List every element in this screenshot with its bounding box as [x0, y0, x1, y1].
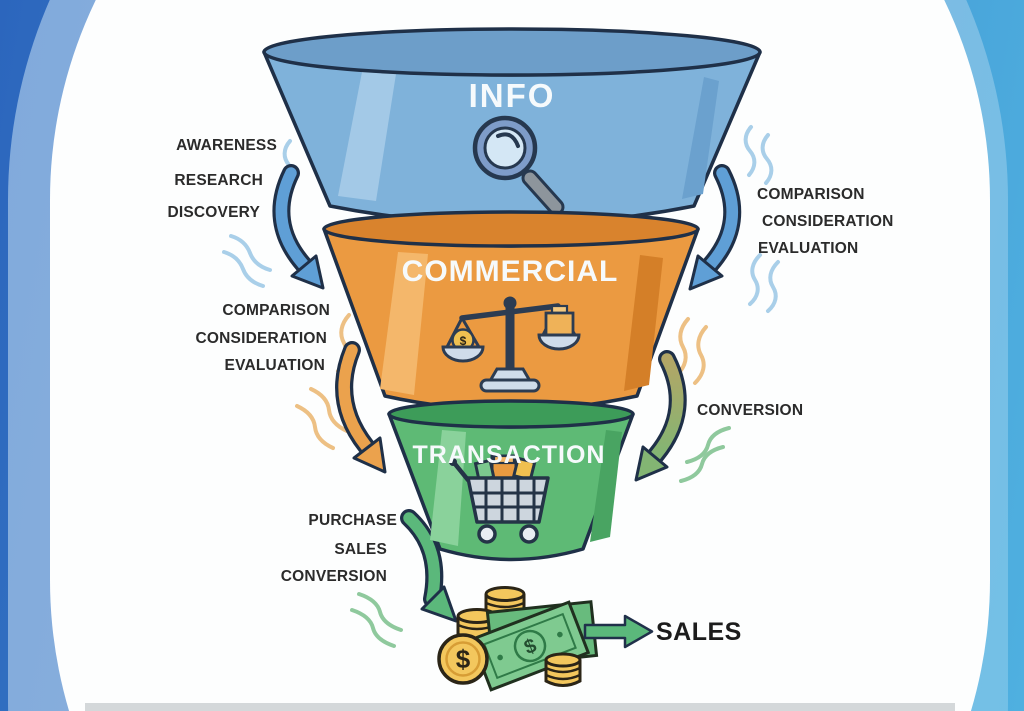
decorative-squiggles-orange	[295, 313, 708, 450]
coin-stack-right	[544, 652, 582, 687]
background-bottom-strip	[85, 703, 955, 711]
label-consideration-right: CONSIDERATION	[762, 213, 894, 230]
funnel-stage-commercial-label: COMMERCIAL	[401, 255, 619, 288]
sales-output-label: SALES	[656, 618, 742, 646]
funnel-stage-transaction-label: TRANSACTION	[412, 441, 606, 469]
dollar-coin: $	[437, 633, 489, 685]
label-discovery: DISCOVERY	[167, 204, 260, 221]
label-comparison-right: COMPARISON	[757, 186, 865, 203]
magnifier-icon	[472, 115, 565, 216]
label-purchase: PURCHASE	[308, 512, 397, 529]
label-comparison-left: COMPARISON	[222, 302, 330, 319]
label-conversion-left: CONVERSION	[280, 568, 387, 585]
dollar-bill-front: $	[469, 600, 591, 692]
funnel-stage-info-label: INFO	[468, 77, 556, 114]
coin-dollar: $	[456, 644, 471, 674]
label-research: RESEARCH	[174, 172, 263, 189]
flow-arrow-right-middle	[634, 350, 687, 482]
flow-arrow-left-bottom	[400, 509, 458, 623]
label-evaluation-left: EVALUATION	[224, 357, 325, 374]
decorative-squiggles-green	[350, 426, 731, 648]
label-evaluation-right: EVALUATION	[758, 240, 859, 257]
decorative-squiggles-blue	[222, 125, 780, 313]
flow-arrow-left-top	[272, 164, 325, 290]
flow-arrow-right-top	[688, 164, 742, 291]
label-awareness: AWARENESS	[176, 137, 277, 154]
label-sales-left: SALES	[334, 541, 387, 558]
scale-coin-dollar: $	[460, 334, 467, 348]
balance-scale-icon: $	[441, 296, 581, 393]
shopping-cart-icon	[449, 454, 550, 544]
sales-arrow-icon	[583, 614, 654, 649]
label-consideration-left: CONSIDERATION	[195, 330, 327, 347]
flow-arrow-left-middle	[335, 341, 387, 474]
label-conversion-right: CONVERSION	[697, 402, 804, 419]
money-illustration: $ $	[437, 586, 599, 692]
